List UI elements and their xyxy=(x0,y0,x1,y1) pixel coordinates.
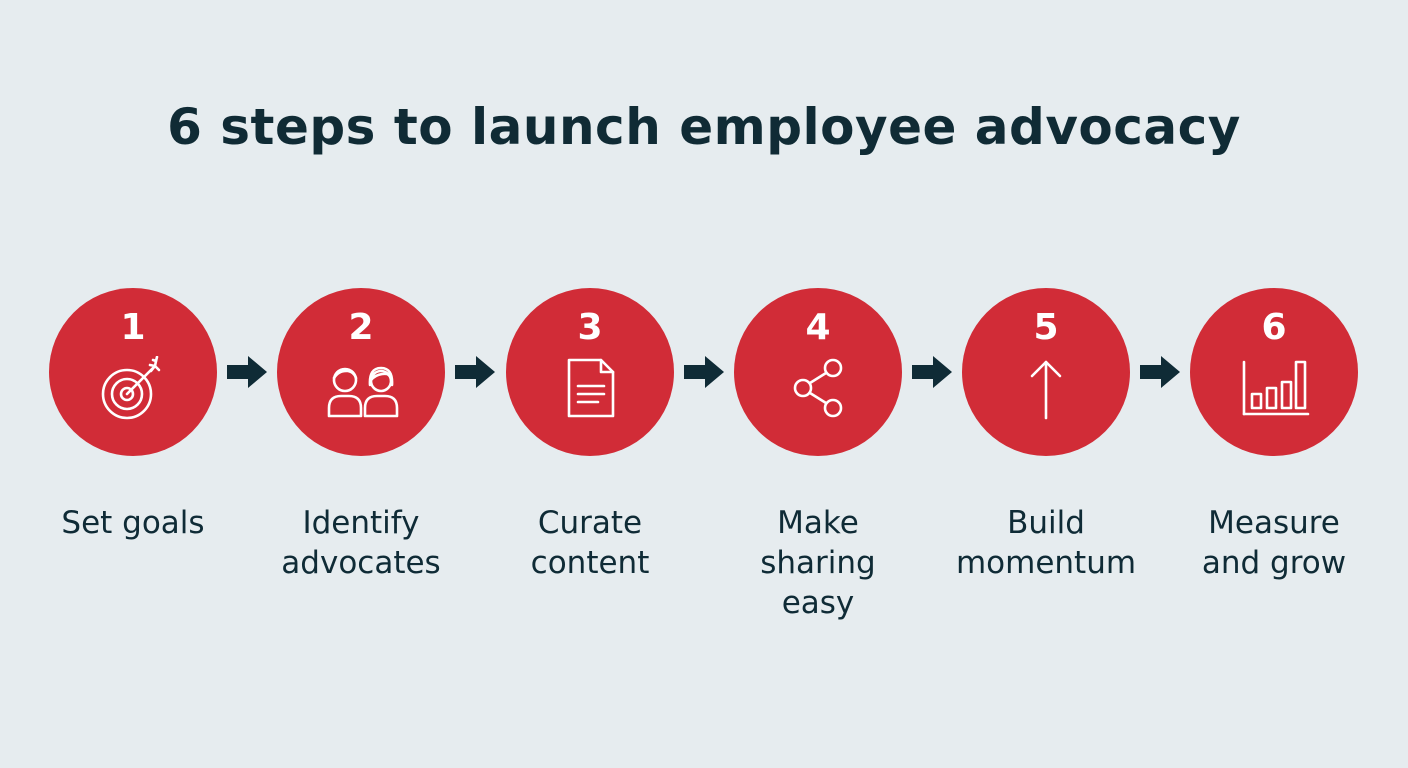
step-label-line: Curate xyxy=(537,505,643,541)
arrow-right-icon xyxy=(224,352,270,392)
arrow-right-icon xyxy=(681,352,727,392)
step-label-line: and grow xyxy=(1201,545,1347,581)
arrow-right-icon xyxy=(1137,352,1183,392)
step-circle-3: 3 xyxy=(506,288,674,456)
step-label-5: Build momentum xyxy=(936,503,1156,583)
target-icon xyxy=(93,356,173,420)
step-label-line: Measure xyxy=(1208,505,1340,541)
step-label-line: Make xyxy=(777,505,859,541)
step-number: 2 xyxy=(348,307,374,348)
arrow-right-icon xyxy=(909,352,955,392)
document-icon xyxy=(550,356,630,420)
step-label-line: advocates xyxy=(281,545,441,581)
step-number: 6 xyxy=(1261,307,1287,348)
step-circle-2: 2 xyxy=(277,288,445,456)
step-circle-6: 6 xyxy=(1190,288,1358,456)
step-label-line: content xyxy=(530,545,650,581)
arrow-up-icon xyxy=(1006,356,1086,420)
step-label-line: Build xyxy=(1007,505,1085,541)
step-number: 5 xyxy=(1033,307,1059,348)
step-circle-5: 5 xyxy=(962,288,1130,456)
step-label-3: Curate content xyxy=(480,503,700,583)
step-number: 3 xyxy=(577,307,603,348)
step-label-4: Make sharing easy xyxy=(708,503,928,623)
share-icon xyxy=(778,356,858,420)
step-number: 1 xyxy=(120,307,146,348)
step-label-1: Set goals xyxy=(23,503,243,543)
bar-chart-icon xyxy=(1234,356,1314,420)
people-icon xyxy=(321,356,401,420)
step-label-line: momentum xyxy=(955,545,1137,581)
step-circle-1: 1 xyxy=(49,288,217,456)
step-label-line: easy xyxy=(781,585,855,621)
step-number: 4 xyxy=(805,307,831,348)
step-label-2: Identify advocates xyxy=(251,503,471,583)
step-label-line: Set goals xyxy=(61,505,205,541)
step-label-line: Identify xyxy=(302,505,420,541)
step-label-6: Measure and grow xyxy=(1164,503,1384,583)
page-title: 6 steps to launch employee advocacy xyxy=(167,98,1241,156)
step-circle-4: 4 xyxy=(734,288,902,456)
step-label-line: sharing xyxy=(760,545,876,581)
arrow-right-icon xyxy=(452,352,498,392)
